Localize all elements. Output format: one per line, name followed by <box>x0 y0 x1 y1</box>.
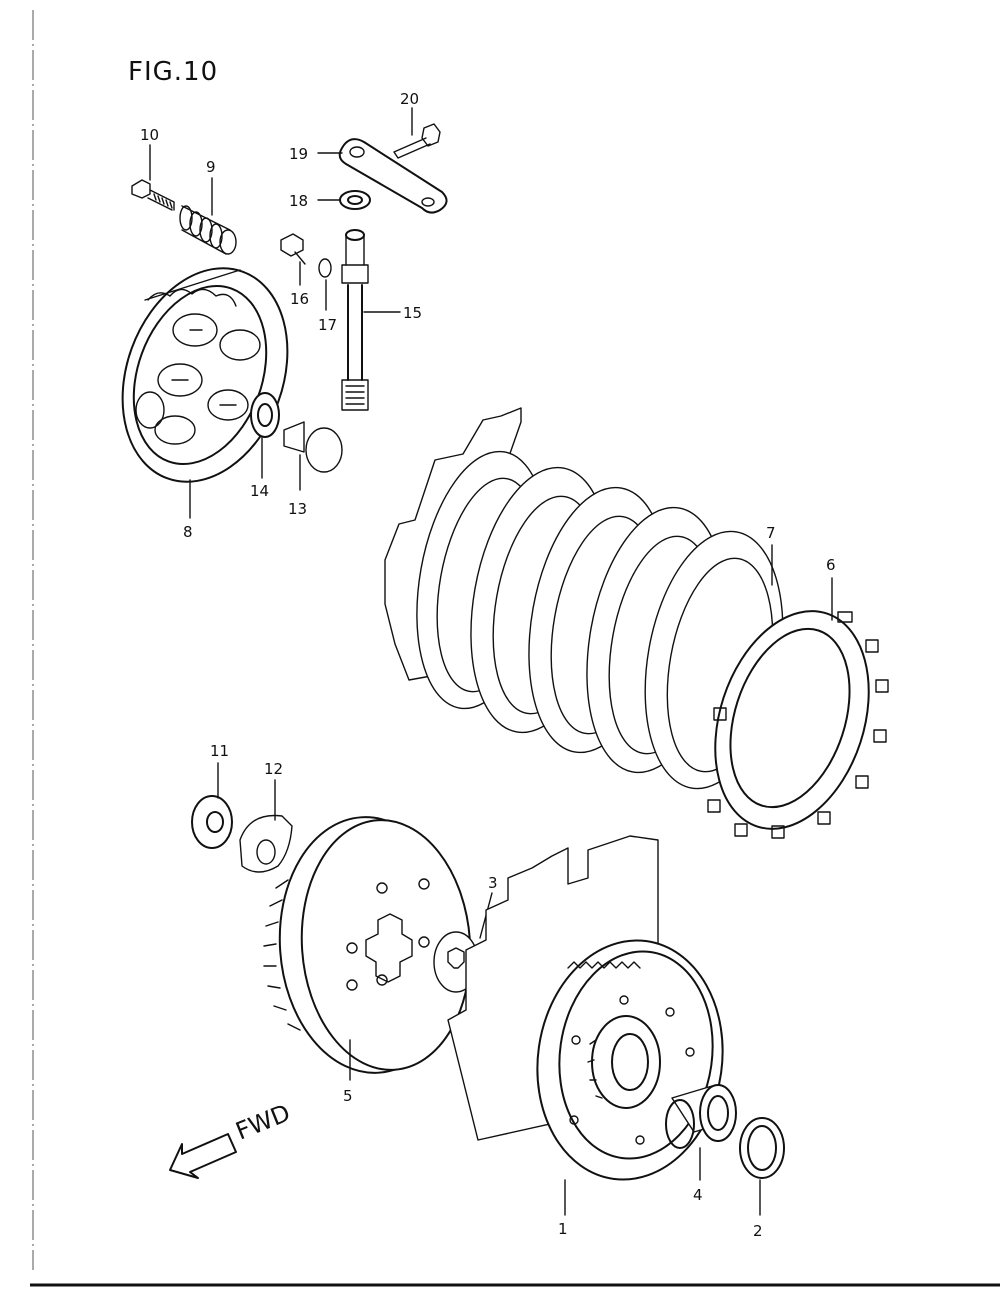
callout-16: 16 <box>290 290 309 308</box>
clutch-housing-1-drawing <box>447 835 724 1181</box>
pressure-plate-8-drawing <box>121 267 289 483</box>
callout-17: 17 <box>318 316 337 334</box>
callout-12: 12 <box>264 760 283 778</box>
forward-label: FWD <box>232 1099 294 1146</box>
screw-16-drawing <box>280 233 306 265</box>
callout-13: 13 <box>288 500 307 518</box>
friction-plate-6-drawing <box>707 610 889 839</box>
callout-5: 5 <box>343 1087 353 1105</box>
callout-11: 11 <box>210 742 229 760</box>
washer-17-drawing <box>318 258 332 278</box>
forward-arrow-icon <box>169 1133 237 1179</box>
callout-3: 3 <box>488 874 498 892</box>
callout-2: 2 <box>753 1222 763 1240</box>
clutch-plates-7-drawing <box>384 407 784 790</box>
clutch-hub-5-drawing <box>263 816 472 1074</box>
spring-9-drawing <box>179 205 237 255</box>
callout-10: 10 <box>140 126 159 144</box>
bolt-20-drawing <box>393 123 441 159</box>
push-piece-13-drawing <box>283 421 343 473</box>
release-arm-19-drawing <box>338 138 448 214</box>
needle-bearing-4-drawing <box>665 1084 737 1149</box>
callout-7: 7 <box>766 524 776 542</box>
callout-1: 1 <box>558 1220 568 1238</box>
callout-4: 4 <box>693 1186 703 1204</box>
callout-20: 20 <box>400 90 419 108</box>
bolt-10-drawing <box>131 179 175 211</box>
washer-2-drawing <box>739 1117 785 1179</box>
nut-11-drawing <box>191 795 233 849</box>
callout-6: 6 <box>826 556 836 574</box>
callout-15: 15 <box>403 304 422 322</box>
callout-19: 19 <box>289 145 308 163</box>
callout-14: 14 <box>250 482 269 500</box>
bearing-14-drawing <box>250 392 280 438</box>
figure-title: FIG.10 <box>128 57 218 87</box>
lock-washer-12-drawing <box>239 814 293 873</box>
callout-9: 9 <box>206 158 216 176</box>
callout-18: 18 <box>289 192 308 210</box>
callout-8: 8 <box>183 523 193 541</box>
seal-18-drawing <box>339 190 371 210</box>
release-shaft-15-drawing <box>341 229 369 411</box>
